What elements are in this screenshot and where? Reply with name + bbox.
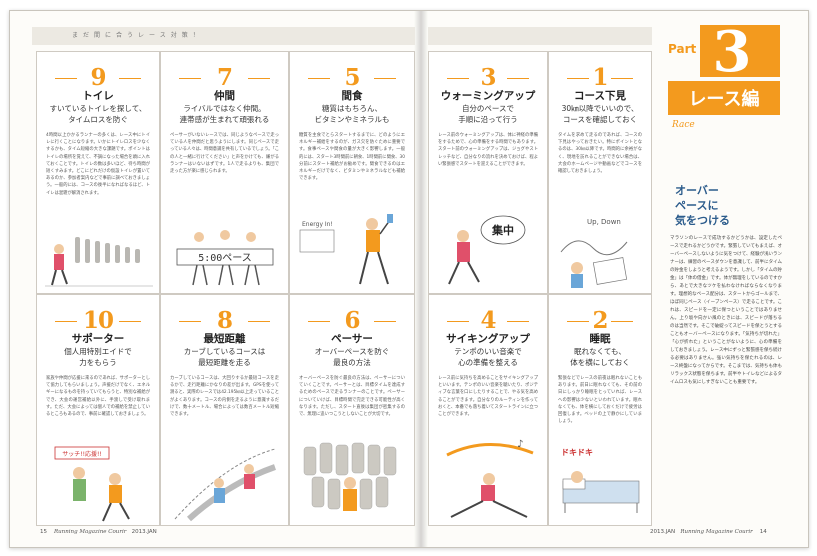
support-sign-text: サッチ!!応援!! <box>62 450 102 458</box>
magazine-name-right: Running Magazine Courir <box>680 529 753 535</box>
card-number: 8 <box>161 307 288 334</box>
footer-left: 15 Running Magazine Courir 2013.JAN <box>40 529 157 535</box>
card-title: 睡眠 <box>589 333 611 345</box>
pacer-group-illustration: 5:00ペース <box>176 230 274 286</box>
card-subtitle: 自分のペースで手順に沿って行う <box>458 104 518 124</box>
part-en: Race <box>671 120 695 130</box>
page-number-left: 15 <box>40 529 47 535</box>
sidebar-body: マラソンのレースで成功するかどうかは、設定したペースで走れるかどうかです。緊張し… <box>670 236 782 385</box>
card-title: 仲間 <box>214 90 235 102</box>
card-body: ペーサーがいないレースでは、同じようなペースで走っている人を仲間だと思うようにし… <box>170 133 279 175</box>
card-title: ウォーミングアップ <box>440 90 536 102</box>
issue-date-right: 2013.JAN <box>650 529 676 535</box>
part-number: 3 <box>713 23 752 85</box>
card-snack: 5 間食 糖質はもちろん、ビタミンやミネラルも 糖質を主食でとらスタートするまで… <box>289 51 415 294</box>
magazine-name-left: Running Magazine Courir <box>54 529 127 535</box>
card-number: 4 <box>429 307 547 334</box>
card-title: ペーサー <box>331 333 373 345</box>
curve-route-illustration <box>174 448 276 522</box>
card-number: 6 <box>290 307 414 334</box>
card-body: オーバーペースを防ぐ最良の方法は、ペーサーについていくことです。ペーサーとは、目… <box>299 376 405 418</box>
card-number: 7 <box>161 64 288 91</box>
card-psych-up: 4 サイキングアップ テンポのいい音楽で心の準備を整える レース前に気持ちを高め… <box>428 294 548 526</box>
course-map-illustration: Up, Down <box>560 218 628 288</box>
card-pacer: 6 ペーサー オーバーペースを防ぐ最良の方法 オーバーペースを防ぐ最良の方法は、… <box>289 294 415 526</box>
card-number: 2 <box>549 307 651 334</box>
card-body: カーブしているコースは、大回りするか最短コースを走るかで、走行距離にかなりの差が… <box>170 376 279 418</box>
runner-drinking-illustration: Energy In! <box>299 214 393 285</box>
card-title: 間食 <box>341 90 363 102</box>
card-subtitle: 糖質はもちろん、ビタミンやミネラルも <box>314 104 390 124</box>
card-body: タイムを求めて走るのであれば、コースの下見はやっておきたい。特にポイントとなるの… <box>558 133 642 175</box>
card-body: 緊張などでレースの前夜は眠れないこともあります。前日に眠れなくても、その前の日に… <box>558 376 642 425</box>
card-number: 1 <box>549 64 651 91</box>
card-body: レース前のウォーミングアップは、体に神経の準備をするためで、心の準備をする時間で… <box>438 133 538 167</box>
energy-tag-text: Energy In! <box>302 221 333 228</box>
header-bar-text: まだ間に合うレース対策！ <box>72 32 204 39</box>
card-subtitle: すいているトイレを探して、タイムロスを防ぐ <box>49 104 147 124</box>
card-subtitle: 眠れなくても、体を横にしておく <box>570 347 630 367</box>
card-toilet: 9 トイレ すいているトイレを探して、タイムロスを防ぐ 4時間以上かかるランナー… <box>36 51 160 294</box>
part-badge: Part 3 レース編 Race <box>660 23 790 133</box>
card-number: 3 <box>429 64 547 91</box>
card-title: トイレ <box>82 90 114 102</box>
card-number: 10 <box>37 307 159 334</box>
issue-date-left: 2013.JAN <box>131 529 157 535</box>
updown-text: Up, Down <box>587 218 621 226</box>
card-title: サイキングアップ <box>446 333 530 345</box>
card-subtitle: カーブしているコースは最短距離を走る <box>183 347 266 367</box>
sidebar-heading: オーバー ペースに 気をつける <box>675 184 730 227</box>
card-title: 最短距離 <box>203 333 246 345</box>
card-shortest-route: 8 最短距離 カーブしているコースは最短距離を走る カーブしているコースは、大回… <box>160 294 289 526</box>
pace-banner-text: 5:00ペース <box>198 253 252 264</box>
card-title: サポーター <box>71 333 125 345</box>
warmup-illustration: 集中 <box>448 215 526 285</box>
card-warmup: 3 ウォーミングアップ 自分のペースで手順に沿って行う レース前のウォーミングア… <box>428 51 548 294</box>
header-bar-right <box>428 27 652 45</box>
music-stretch-illustration: ♪ <box>446 439 534 518</box>
card-body: 糖質を主食でとらスタートするまでに、どのようにエネルギー補給をするのが、ガス欠を… <box>299 133 405 182</box>
page-gutter <box>414 11 428 547</box>
card-supporter: 10 サポーター 個人用特別エイドで力をもらう 家族や仲間が応援に来るのであれば… <box>36 294 160 526</box>
card-course-preview: 1 コース下見 30㎞以降でいいので、コースを確認しておく タイムを求めて走るの… <box>548 51 652 294</box>
card-body: 家族や仲間が応援に来るのであれば、サポーターとして協力してもらいましょう。声援だ… <box>46 376 150 418</box>
magazine-spread: まだ間に合うレース対策！ 9 トイレ すいているトイレを探して、タイムロスを防ぐ… <box>9 10 809 548</box>
part-label: Part <box>668 42 696 56</box>
card-number: 5 <box>290 64 414 91</box>
card-body: 4時間以上かかるランナーの多くは、レース中にトイレに行くことになります。いかにト… <box>46 133 150 196</box>
card-title: コース下見 <box>574 90 626 102</box>
card-number: 9 <box>37 64 159 91</box>
music-note-icon: ♪ <box>517 439 523 450</box>
card-subtitle: 個人用特別エイドで力をもらう <box>64 347 132 367</box>
card-subtitle: テンポのいい音楽で心の準備を整える <box>454 347 522 367</box>
card-sleep: 2 睡眠 眠れなくても、体を横にしておく 緊張などでレースの前夜は眠れないことも… <box>548 294 652 526</box>
sleep-illustration: ドキドキ <box>561 448 640 513</box>
focus-bubble-text: 集中 <box>491 223 514 237</box>
queue-illustration <box>45 237 153 287</box>
crowd-illustration <box>303 442 397 511</box>
card-companion: 7 仲間 ライバルではなく仲間。連帯感が生まれて頑張れる ペーサーがいないレース… <box>160 51 289 294</box>
card-subtitle: ライバルではなく仲間。連帯感が生まれて頑張れる <box>179 104 270 124</box>
supporter-illustration: サッチ!!応援!! <box>54 446 130 522</box>
heartbeat-text: ドキドキ <box>561 448 593 457</box>
page-number-right: 14 <box>759 529 767 535</box>
part-title: レース編 <box>688 88 759 110</box>
footer-right: 2013.JAN Running Magazine Courir 14 <box>650 529 767 535</box>
card-subtitle: 30㎞以降でいいので、コースを確認しておく <box>561 104 639 124</box>
card-body: レース前に気持ちを高めることをサイキングアップといいます。テンポのいい音楽を聴い… <box>438 376 538 418</box>
card-subtitle: オーバーペースを防ぐ最良の方法 <box>314 347 390 367</box>
header-bar-left: まだ間に合うレース対策！ <box>32 27 415 45</box>
